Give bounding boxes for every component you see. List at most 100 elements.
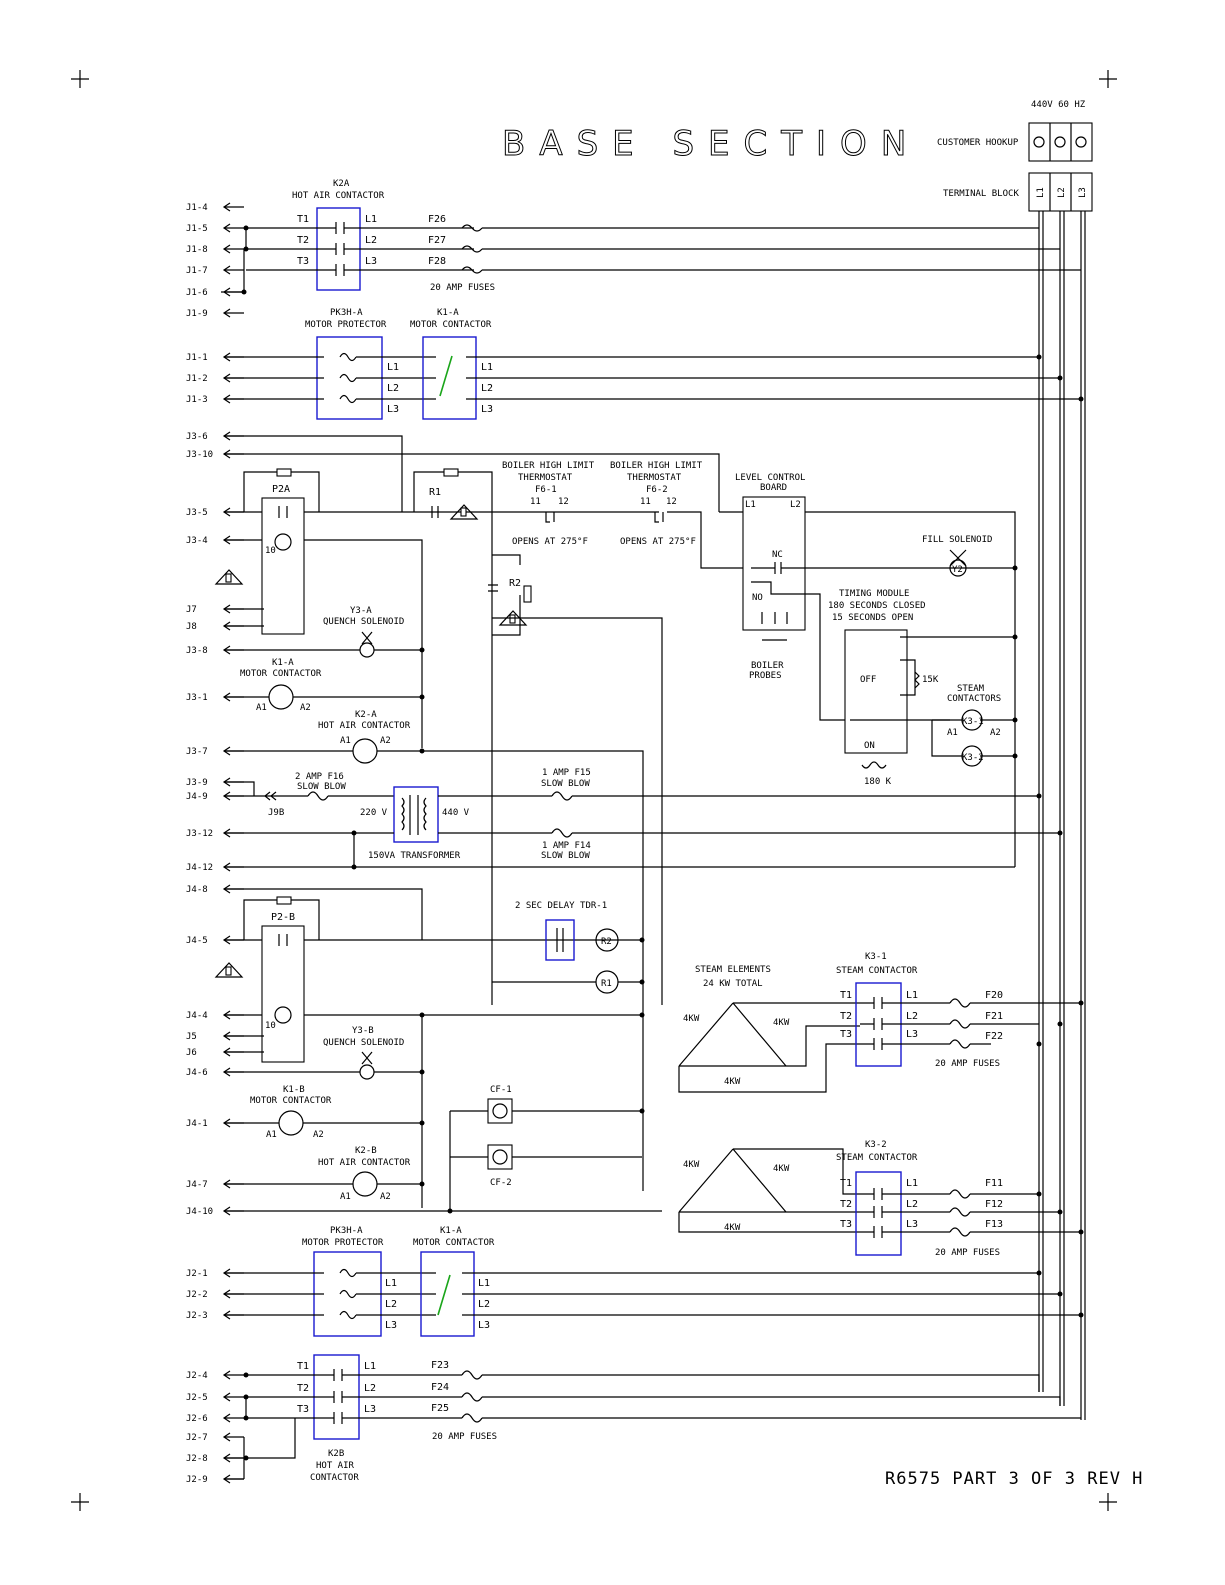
k2b-t2: T2 [297, 1383, 309, 1394]
k3-1-l2: L2 [906, 1011, 918, 1022]
pk3h-a-name: MOTOR PROTECTOR [305, 320, 387, 330]
customer-hookup-label: CUSTOMER HOOKUP [937, 138, 1019, 148]
timing-line2: 180 SECONDS CLOSED [828, 601, 926, 611]
element-kw-6: 4KW [724, 1223, 741, 1233]
steam-a1: A1 [947, 728, 958, 738]
p2b-id: P2-B [271, 912, 295, 923]
k3-1-t1: T1 [840, 990, 852, 1001]
f16-id: 2 AMP F16 [295, 772, 344, 782]
connector-arrow [222, 1392, 244, 1402]
k3-2-t2: T2 [840, 1199, 852, 1210]
k2b-name2: CONTACTOR [310, 1473, 359, 1483]
timing-module-name: TIMING MODULE [839, 589, 909, 599]
fan-cf1 [487, 1098, 513, 1124]
thermo2-pin11: 11 [640, 497, 651, 507]
f16-type: SLOW BLOW [297, 782, 346, 792]
warning-icon-b [214, 962, 244, 978]
connector-j6: J6 [186, 1048, 197, 1058]
fuses-k32-rating: 20 AMP FUSES [935, 1248, 1000, 1258]
thermo1-pin12: 12 [558, 497, 569, 507]
jumper-j9b: J9B [268, 808, 284, 818]
steam-coil-k3-1: K3-1 [962, 717, 984, 727]
p2b-pin-10: 10 [265, 1021, 276, 1031]
k2b-l3: L3 [364, 1404, 376, 1415]
connector-j3-10: J3-10 [186, 450, 213, 460]
pk3h-a-l1: L1 [387, 362, 399, 373]
fill-solenoid-id: Y2 [952, 565, 963, 575]
k3-2-l3: L3 [906, 1219, 918, 1230]
warning-icon [214, 569, 244, 585]
thermo1-name2: THERMOSTAT [518, 473, 573, 483]
relay-r1: R1 [601, 979, 612, 989]
connector-arrow [222, 265, 244, 275]
k1a-motor-contactor-top: K1-A MOTOR CONTACTOR L1 L2 L3 [410, 308, 1084, 420]
lcb-l1: L1 [745, 500, 756, 510]
thermo1-name: BOILER HIGH LIMIT [502, 461, 595, 471]
steam-a2: A2 [990, 728, 1001, 738]
fuse-f11: F11 [985, 1178, 1003, 1189]
k1a-coil-id: K1-A [272, 658, 294, 668]
fan-cf1-label: CF-1 [490, 1085, 512, 1095]
connector-j2-6: J2-6 [186, 1414, 208, 1424]
k1b-coil-a2: A2 [313, 1130, 324, 1140]
thermo2-id: F6-2 [646, 485, 668, 495]
f15-id: 1 AMP F15 [542, 768, 591, 778]
r2-id: R2 [509, 578, 521, 589]
tdr-box [545, 919, 575, 961]
fuse-f20: F20 [985, 990, 1003, 1001]
lcb-nc: NC [772, 550, 783, 560]
timing-180k: 180 K [864, 777, 892, 787]
connector-j1-1: J1-1 [186, 353, 208, 363]
thermo2-pin12: 12 [666, 497, 677, 507]
fuse-f21: F21 [985, 1011, 1003, 1022]
page-title: BASE SECTION [502, 124, 920, 164]
connector-j7: J7 [186, 605, 197, 615]
k2b-t3: T3 [297, 1404, 309, 1415]
k1a-coil-a2: A2 [300, 703, 311, 713]
motor-protector-bottom: PK3H-A MOTOR PROTECTOR L1 L2 L3 [224, 1226, 436, 1337]
lcb-name: LEVEL CONTROL [735, 473, 805, 483]
connector-j4-8: J4-8 [186, 885, 208, 895]
connector-j1-3: J1-3 [186, 395, 208, 405]
connector-arrow [222, 1432, 244, 1442]
transformer-section: 2 AMP F16 SLOW BLOW J9B 220 V 440 V 150V… [224, 768, 1063, 870]
fuse-f24: F24 [431, 1382, 449, 1393]
connector-j1-4: J1-4 [186, 203, 208, 213]
steam-elements-k3-2: 4KW 4KW 4KW K3-2 STEAM CONTACTOR T1 T2 T… [678, 1140, 1084, 1258]
connector-j2-7: J2-7 [186, 1433, 208, 1443]
k3-1-t2: T2 [840, 1011, 852, 1022]
k2b-coil-a1: A1 [340, 1192, 351, 1202]
k3-2-t3: T3 [840, 1219, 852, 1230]
steam-contactors-name2: CONTACTORS [947, 694, 1001, 704]
connector-j4-5: J4-5 [186, 936, 208, 946]
k2b-name: HOT AIR [316, 1461, 355, 1471]
p2b-relay [261, 925, 305, 1063]
fuses-bot-rating: 20 AMP FUSES [432, 1432, 497, 1442]
terminal-l3: L3 [1078, 187, 1088, 198]
k3-2-box [855, 1171, 902, 1256]
connector-j3-4: J3-4 [186, 536, 208, 546]
k1a-motor-contactor-bottom: K1-A MOTOR CONTACTOR L1 L2 L3 [413, 1226, 1084, 1337]
connector-arrow [222, 1413, 244, 1423]
connector-j1-9: J1-9 [186, 309, 208, 319]
k1a-bot-l2: L2 [478, 1299, 490, 1310]
k2b-coil-name: HOT AIR CONTACTOR [318, 1158, 411, 1168]
element-kw-3: 4KW [724, 1077, 741, 1087]
k1a-top-l1: L1 [481, 362, 493, 373]
pk3h-a-l3: L3 [387, 404, 399, 415]
timing-15k: 15K [922, 675, 939, 685]
k1a-coil-a1: A1 [256, 703, 267, 713]
k1b-coil-name: MOTOR CONTACTOR [250, 1096, 332, 1106]
connector-j1-6: J1-6 [186, 288, 208, 298]
connector-j3-7: J3-7 [186, 747, 208, 757]
f15-type: SLOW BLOW [541, 779, 590, 789]
connector-j3-12: J3-12 [186, 829, 213, 839]
k2a-name: HOT AIR CONTACTOR [292, 191, 385, 201]
pk3h-b-name: MOTOR PROTECTOR [302, 1238, 384, 1248]
k1a-top-id: K1-A [437, 308, 459, 318]
k1a-top-l3: L3 [481, 404, 493, 415]
timing-line3: 15 SECONDS OPEN [832, 613, 913, 623]
connector-arrow [222, 308, 244, 318]
fuses-k31-rating: 20 AMP FUSES [935, 1059, 1000, 1069]
